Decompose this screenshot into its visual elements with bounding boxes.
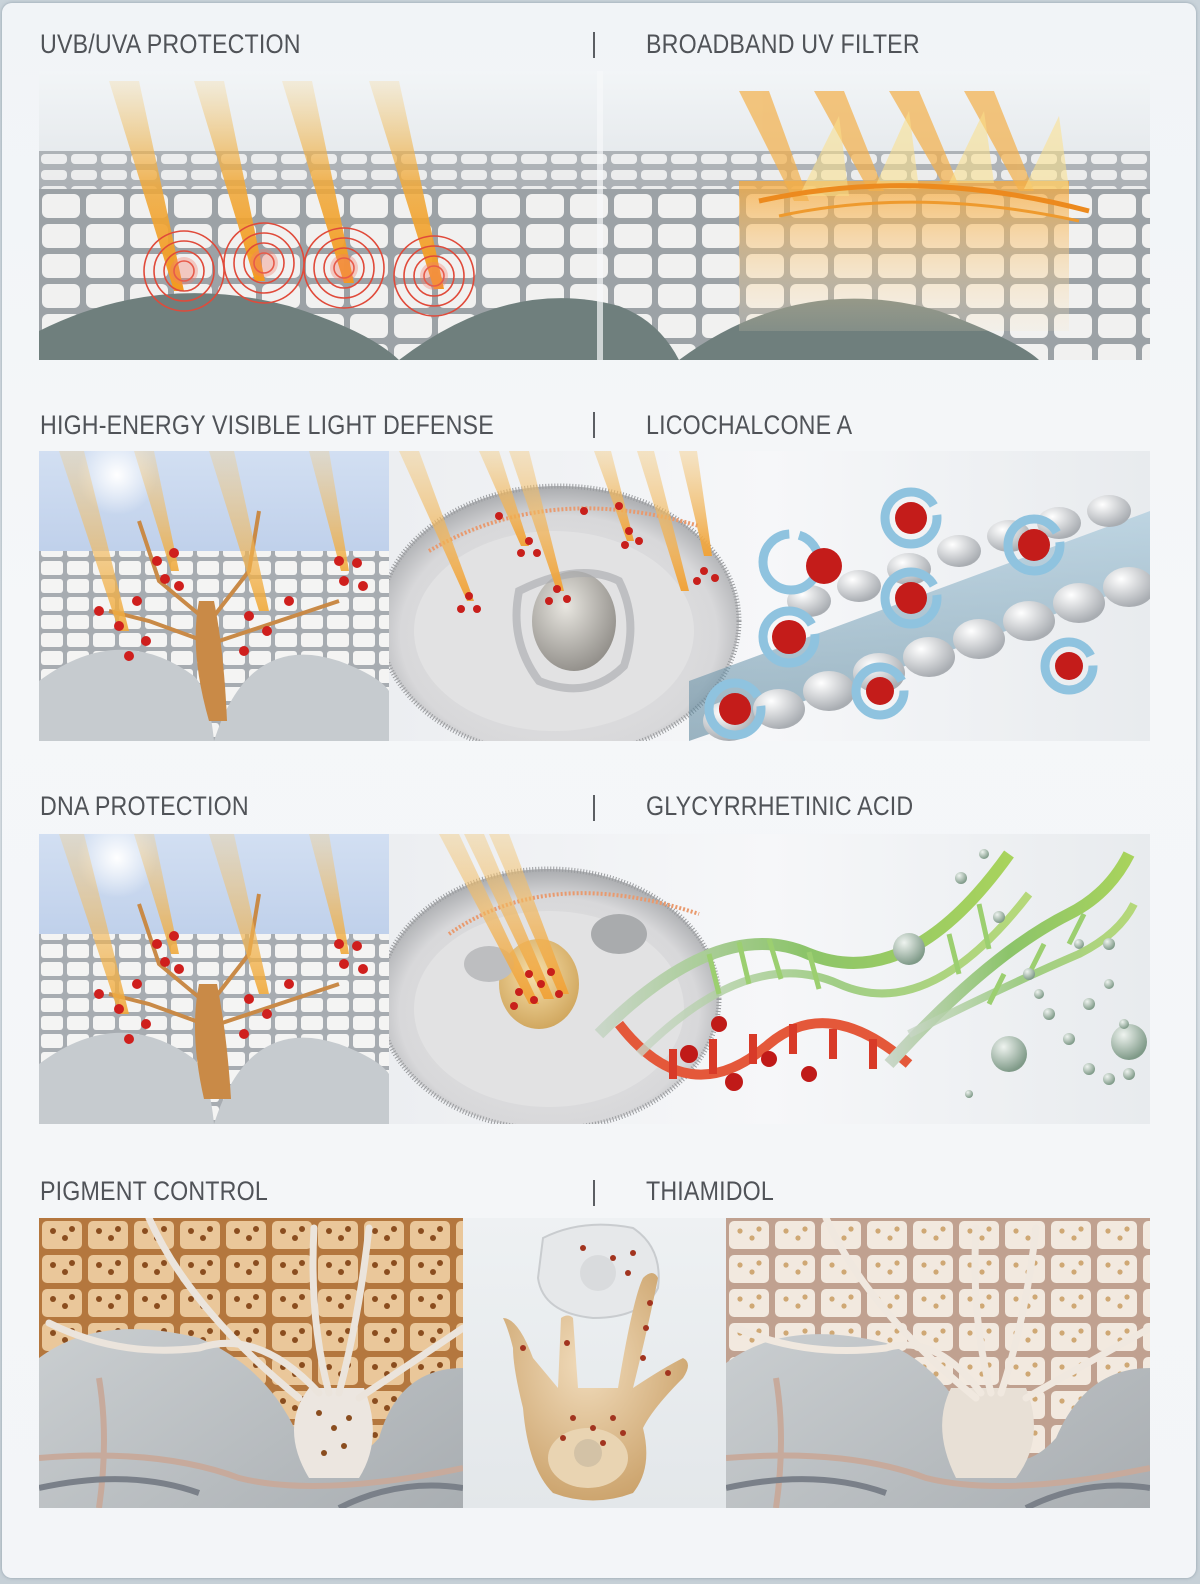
row3-left-title: DNA PROTECTION [40,790,249,821]
row1-left-title: UVB/UVA PROTECTION [40,28,301,59]
lightened-skin-cells-icon [726,1218,1150,1508]
hevl-cell-licochalcone-illustration [389,451,1150,741]
dna-cell-glycyrrhetinic-illustration [389,834,1150,1124]
row1-separator [593,32,595,58]
pigment-skin-illustration [39,1218,463,1508]
row4-separator [593,1180,595,1206]
skin-radicals-icon [39,834,389,1124]
row2-separator [593,412,595,438]
row4-left-title: PIGMENT CONTROL [40,1175,268,1206]
row4-right-title: THIAMIDOL [646,1175,774,1206]
row1-right-title: BROADBAND UV FILTER [646,28,920,59]
melanocyte-cell-icon [463,1218,726,1508]
row2-right-title: LICOCHALCONE A [646,409,853,440]
melanocyte-illustration [463,1218,726,1508]
row3-right-title: GLYCYRRHETINIC ACID [646,790,914,821]
antioxidant-shells [704,487,1098,740]
row3-separator [593,795,595,821]
pigmented-skin-cells-icon [39,1218,463,1508]
dna-skin-illustration [39,834,389,1124]
hevl-skin-illustration [39,451,389,741]
skin-layers-uv-icon [39,71,1150,360]
dna-helix-repair-icon [389,834,1150,1124]
cell-membrane-antioxidant-icon [389,451,1150,741]
skin-radicals-icon [39,451,389,741]
uv-protection-illustration [39,71,1150,360]
thiamidol-skin-illustration [726,1218,1150,1508]
row2-left-title: HIGH-ENERGY VISIBLE LIGHT DEFENSE [40,409,494,440]
